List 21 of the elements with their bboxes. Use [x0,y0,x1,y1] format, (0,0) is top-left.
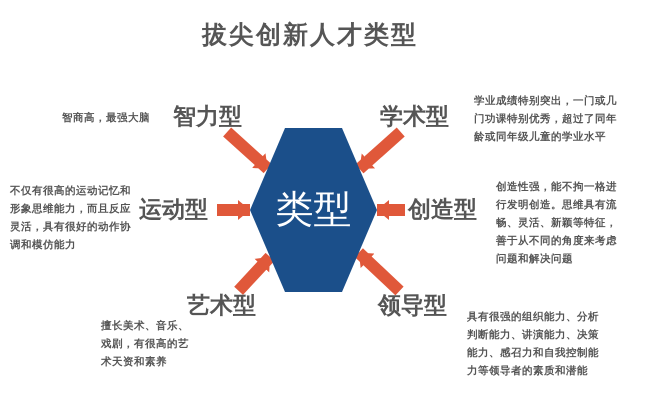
title: 拔尖创新人才类型 [200,19,419,51]
arrow [355,128,405,174]
type-label: 创造型 [408,195,483,225]
description-text: 擅长美术、音乐、戏剧，有很高的艺术天资和素养 [101,318,189,370]
arrow [223,128,272,174]
arrow [217,200,250,220]
arrow [354,248,404,296]
type-label: 运动型 [139,195,214,225]
description-text: 智商高，最强大脑 [62,110,151,126]
description-text: 具有很强的组织能力、分析判断能力、讲演能力、决策能力、感召力和自我控制能力等领导者的素质和潜能 [467,310,600,379]
description-text: 创造性强，能不拘一格进行发明创造。思维具有流畅、灵活、新颖等特征，善于从不同的角度来考虑问题和解决问题 [496,180,618,267]
type-label: 艺术型 [187,291,262,321]
center-hexagon [250,128,377,292]
type-label: 领导型 [378,291,453,321]
type-label: 智力型 [173,102,248,132]
hexagon-label: 类型 [274,186,352,232]
arrow [234,252,274,295]
type-label: 学术型 [380,102,455,132]
arrow [377,200,405,220]
description-text: 学业成绩特别突出，一门或几门功课特别优秀，超过了同年龄或同年级儿童的学业水平 [474,94,618,145]
description-text: 不仅有很高的运动记忆和形象思维能力，而且反应灵活，具有很好的动作协调和模仿能力 [10,184,132,253]
